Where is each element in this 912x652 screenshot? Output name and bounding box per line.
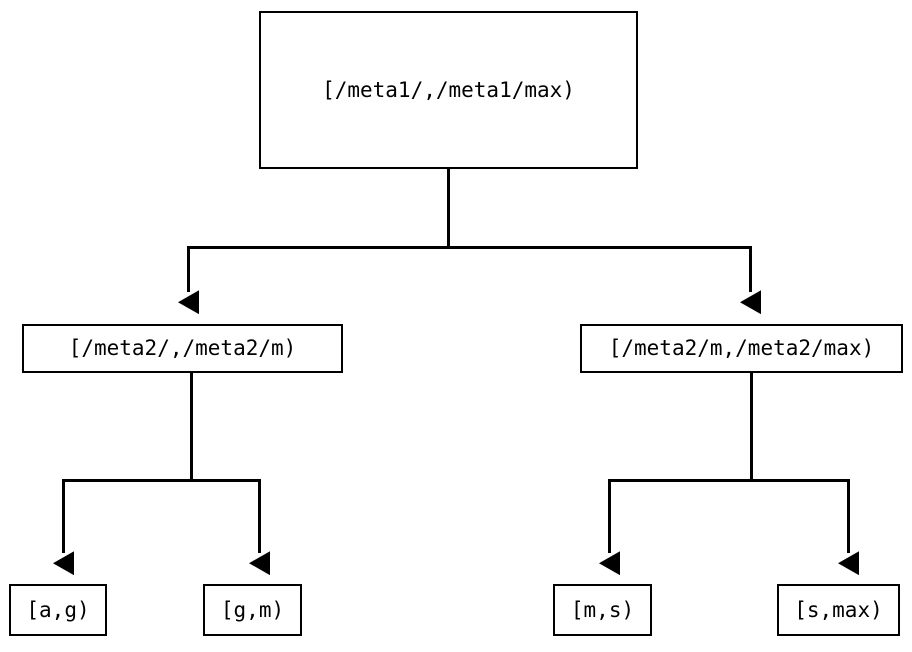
tree-node-leaf-gm[interactable]: [g,m) — [203, 584, 302, 636]
tree-node-mid-left-label: [/meta2/,/meta2/m) — [68, 336, 297, 360]
tree-node-leaf-ms[interactable]: [m,s) — [553, 584, 652, 636]
edge-mid-right-to-leaf-smax — [750, 373, 859, 576]
tree-node-mid-left[interactable]: [/meta2/,/meta2/m) — [22, 324, 343, 373]
edge-mid-left-to-leaf-ag — [53, 373, 193, 576]
tree-node-leaf-smax-label: [s,max) — [794, 597, 883, 622]
tree-node-root-label: [/meta1/,/meta1/max) — [322, 77, 575, 102]
tree-node-mid-right[interactable]: [/meta2/m,/meta2/max) — [580, 324, 903, 373]
edge-mid-right-to-leaf-ms — [599, 373, 753, 576]
tree-node-leaf-smax[interactable]: [s,max) — [777, 584, 900, 636]
tree-node-root[interactable]: [/meta1/,/meta1/max) — [259, 11, 638, 169]
edge-mid-left-to-leaf-gm — [190, 373, 270, 576]
tree-node-leaf-ag[interactable]: [a,g) — [9, 584, 107, 636]
edge-root-to-mid-right — [447, 169, 761, 315]
tree-node-leaf-gm-label: [g,m) — [220, 597, 285, 622]
tree-node-mid-right-label: [/meta2/m,/meta2/max) — [608, 336, 875, 360]
tree-node-leaf-ms-label: [m,s) — [570, 597, 635, 622]
edge-root-to-mid-left — [178, 169, 450, 315]
tree-node-leaf-ag-label: [a,g) — [26, 597, 90, 622]
